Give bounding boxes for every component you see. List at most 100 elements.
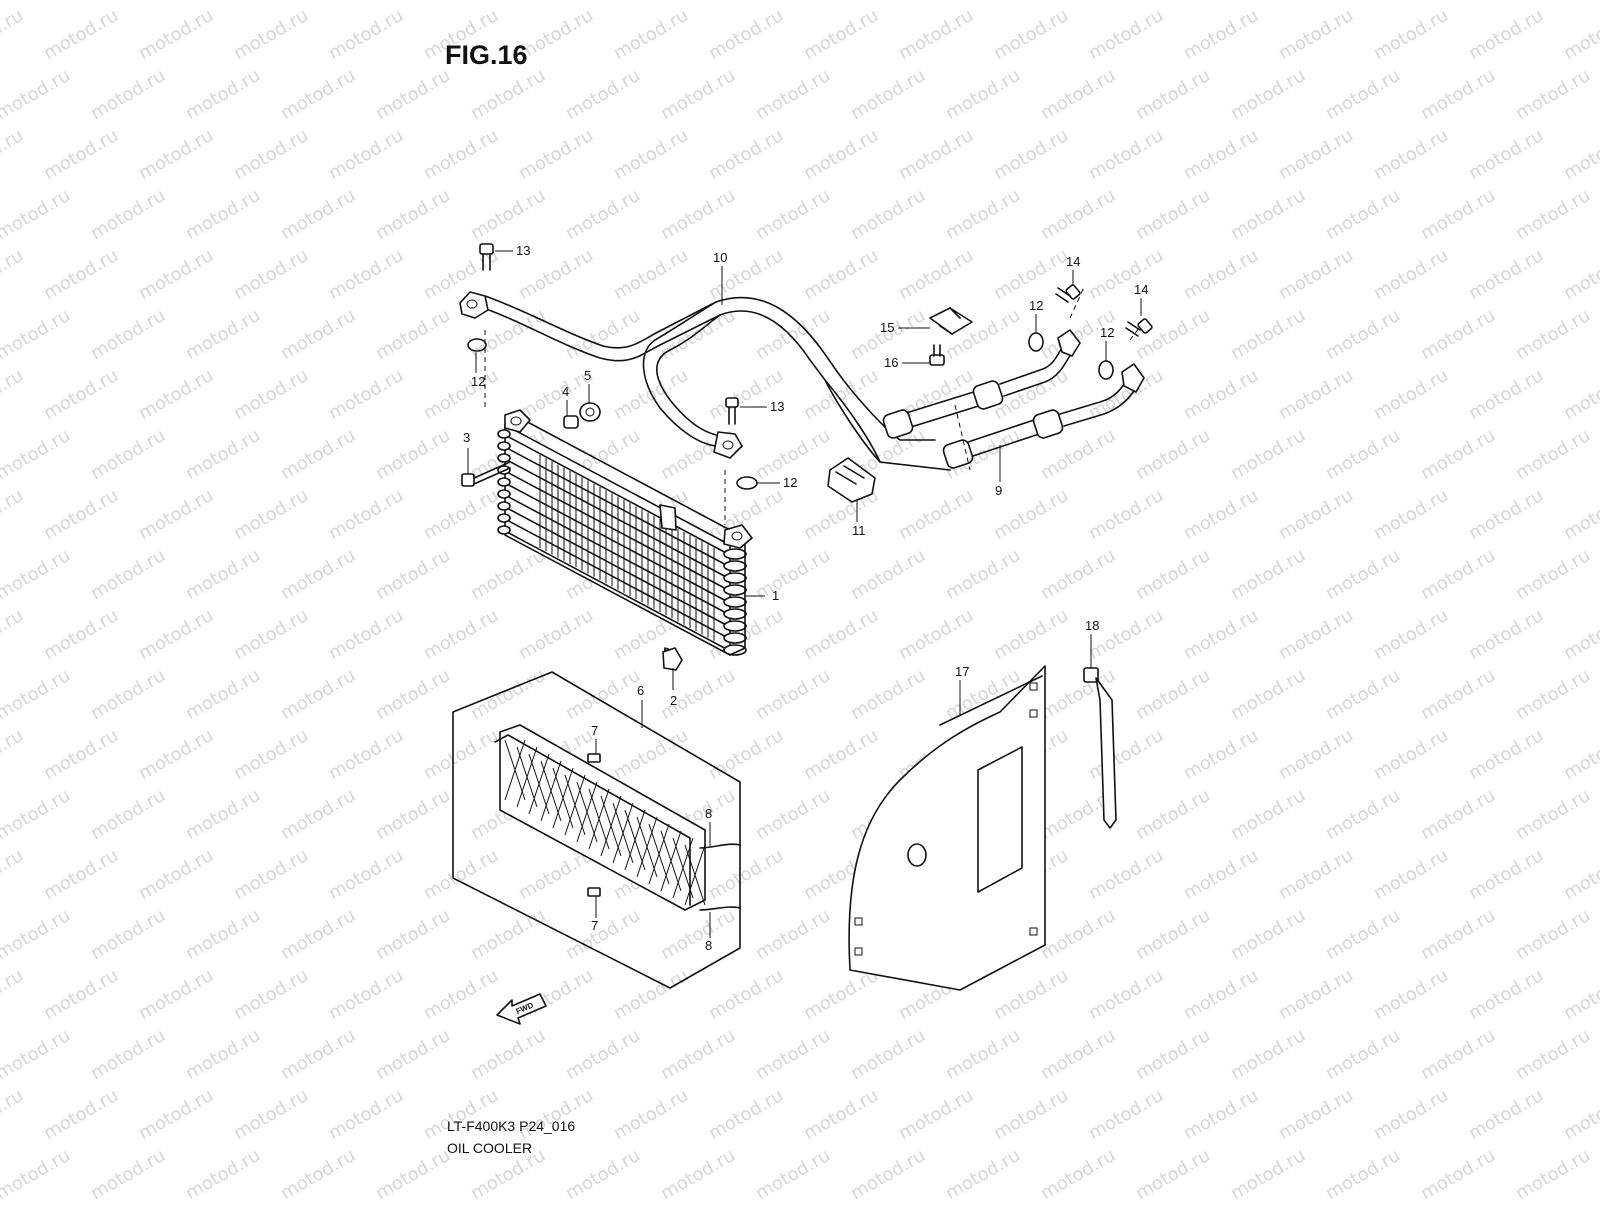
watermark-text: motod.ru: [372, 665, 454, 724]
watermark-text: motod.ru: [1132, 1145, 1214, 1200]
watermark-text: motod.ru: [800, 605, 882, 664]
watermark-text: motod.ru: [800, 725, 882, 784]
watermark-text: motod.ru: [1370, 725, 1452, 784]
watermark-text: motod.ru: [40, 1085, 122, 1144]
watermark-text: motod.ru: [1037, 0, 1119, 4]
watermark-text: motod.ru: [135, 605, 217, 664]
watermark-text: motod.ru: [895, 1085, 977, 1144]
cooler-fin: [504, 434, 731, 556]
watermark-text: motod.ru: [1512, 65, 1594, 124]
watermark-text: motod.ru: [1370, 1085, 1452, 1144]
watermark-text: motod.ru: [657, 65, 739, 124]
watermark-text: motod.ru: [0, 425, 74, 484]
watermark-text: motod.ru: [705, 845, 787, 904]
watermark-text: motod.ru: [1417, 0, 1499, 4]
figure-title: FIG.16: [445, 40, 528, 70]
watermark-text: motod.ru: [1560, 1085, 1600, 1144]
fwd-arrow: FWD: [496, 993, 547, 1025]
watermark-text: motod.ru: [1180, 725, 1262, 784]
mesh-line: [600, 795, 622, 857]
callout-bolt-top: 13: [516, 243, 530, 258]
watermark-text: motod.ru: [40, 485, 122, 544]
mesh-line: [576, 781, 598, 843]
watermark-text: motod.ru: [752, 185, 834, 244]
watermark-text: motod.ru: [1417, 665, 1499, 724]
watermark-text: motod.ru: [0, 545, 74, 604]
watermark-text: motod.ru: [0, 605, 27, 664]
cooler-tube-end: [497, 501, 511, 511]
mesh-line: [564, 774, 586, 836]
watermark-text: motod.ru: [800, 245, 882, 304]
watermark-text: motod.ru: [1417, 1025, 1499, 1084]
watermark-text: motod.ru: [467, 545, 549, 604]
watermark-text: motod.ru: [87, 545, 169, 604]
watermark-text: motod.ru: [135, 725, 217, 784]
watermark-text: motod.ru: [325, 125, 407, 184]
callout-cushion-upper: 7: [591, 723, 598, 738]
mesh-line: [516, 746, 538, 808]
watermark-text: motod.ru: [1322, 65, 1404, 124]
watermark-text: motod.ru: [1512, 665, 1594, 724]
watermark-text: motod.ru: [325, 365, 407, 424]
watermark-text: motod.ru: [990, 485, 1072, 544]
callout-cushion: 5: [584, 368, 591, 383]
cooler-tube-end: [497, 453, 511, 463]
watermark-text: motod.ru: [277, 545, 359, 604]
watermark-text: motod.ru: [1132, 425, 1214, 484]
watermark-text: motod.ru: [895, 605, 977, 664]
watermark-text: motod.ru: [1227, 545, 1309, 604]
cooler-tube-end: [723, 632, 747, 644]
watermark-text: motod.ru: [182, 1025, 264, 1084]
watermark-text: motod.ru: [942, 545, 1024, 604]
watermark-text: motod.ru: [467, 1025, 549, 1084]
watermark-text: motod.ru: [182, 545, 264, 604]
watermark-text: motod.ru: [372, 0, 454, 4]
watermark-text: motod.ru: [1370, 5, 1452, 64]
watermark-text: motod.ru: [1417, 545, 1499, 604]
watermark-text: motod.ru: [420, 125, 502, 184]
callout-oil-hose: 9: [995, 483, 1002, 498]
watermark-text: motod.ru: [752, 1025, 834, 1084]
watermark-text: motod.ru: [40, 365, 122, 424]
watermark-text: motod.ru: [1132, 785, 1214, 844]
watermark-text: motod.ru: [562, 1145, 644, 1200]
oil-hose: [882, 329, 1145, 469]
watermark-text: motod.ru: [1322, 545, 1404, 604]
bolt-right-2: [1125, 318, 1153, 337]
watermark-text: motod.ru: [990, 5, 1072, 64]
watermark-text: motod.ru: [87, 0, 169, 4]
callout-bolt-right-2: 14: [1134, 282, 1148, 297]
watermark-text: motod.ru: [135, 1085, 217, 1144]
watermark-text: motod.ru: [0, 125, 27, 184]
watermark-text: motod.ru: [230, 725, 312, 784]
watermark-text: motod.ru: [1037, 185, 1119, 244]
bolt-middle: [725, 397, 739, 425]
watermark-text: motod.ru: [705, 725, 787, 784]
mesh-line: [672, 837, 694, 899]
watermark-text: motod.ru: [1322, 785, 1404, 844]
watermark-text: motod.ru: [1512, 1145, 1594, 1200]
watermark-text: motod.ru: [135, 845, 217, 904]
watermark-text: motod.ru: [847, 65, 929, 124]
watermark-text: motod.ru: [657, 185, 739, 244]
watermark-text: motod.ru: [1417, 1145, 1499, 1200]
watermark-text: motod.ru: [420, 365, 502, 424]
watermark-text: motod.ru: [1322, 1145, 1404, 1200]
watermark-text: motod.ru: [0, 665, 74, 724]
watermark-text: motod.ru: [277, 65, 359, 124]
figure-caption: OIL COOLER: [447, 1140, 533, 1156]
watermark-text: motod.ru: [705, 365, 787, 424]
watermark-text: motod.ru: [1180, 485, 1262, 544]
watermark-text: motod.ru: [277, 1145, 359, 1200]
watermark-text: motod.ru: [372, 65, 454, 124]
watermark-text: motod.ru: [420, 725, 502, 784]
watermark-text: motod.ru: [87, 1145, 169, 1200]
cooler-tube-end: [497, 429, 511, 439]
watermark-text: motod.ru: [1275, 365, 1357, 424]
watermark-text: motod.ru: [1560, 125, 1600, 184]
watermark-text: motod.ru: [40, 605, 122, 664]
watermark-text: motod.ru: [1132, 905, 1214, 964]
watermark-text: motod.ru: [1560, 5, 1600, 64]
watermark-text: motod.ru: [990, 1085, 1072, 1144]
watermark-text: motod.ru: [182, 0, 264, 4]
